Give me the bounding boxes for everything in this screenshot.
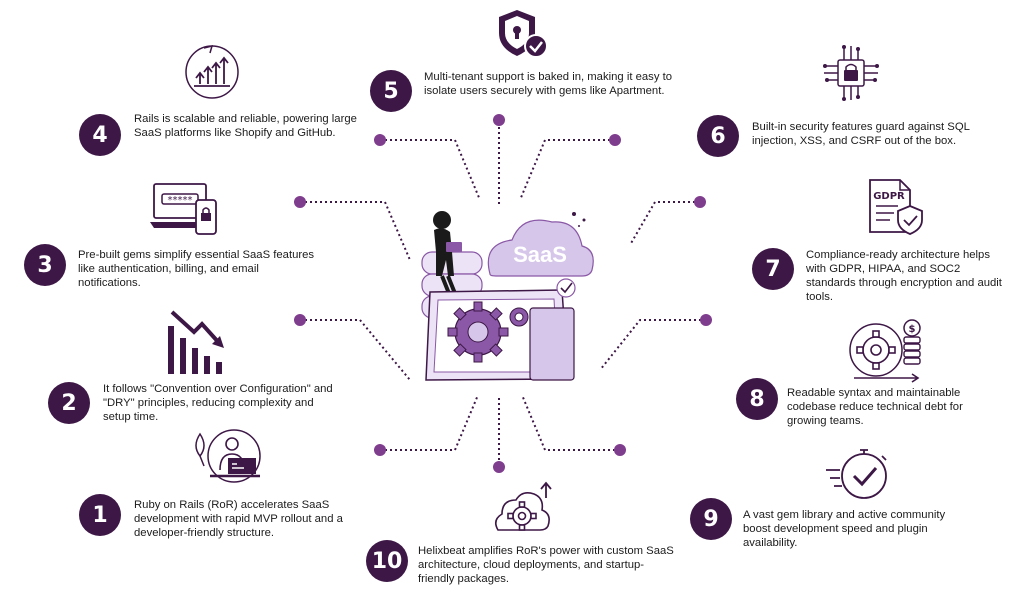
step-number-8: 8: [736, 378, 778, 420]
step-number-6: 6: [697, 115, 739, 157]
connector-3: [300, 201, 411, 261]
connector-2: [300, 319, 411, 381]
connector-dot: [374, 444, 386, 456]
step-text-5: Multi-tenant support is baked in, making…: [424, 71, 673, 97]
step-text-10: Helixbeat amplifies RoR's power with cus…: [418, 545, 674, 585]
step-number-1: 1: [79, 494, 121, 536]
growth-chart-icon: [185, 44, 239, 99]
saas-label: SaaS: [513, 242, 567, 267]
panel-icon: [529, 307, 575, 381]
declining-chart-icon: [168, 310, 224, 374]
connector-dot: [609, 134, 621, 146]
connector-7: [629, 201, 700, 246]
cloud-icon: [487, 219, 594, 277]
cloud-gear-icon: [494, 481, 552, 531]
gdpr-document-icon: GDPR: [869, 179, 923, 235]
step-text-3: Pre-built gems simplify essential SaaS f…: [78, 249, 315, 289]
step-text-1: Ruby on Rails (RoR) accelerates SaaS dev…: [134, 499, 343, 539]
connector-dot: [493, 461, 505, 473]
svg-text:GDPR: GDPR: [873, 191, 905, 202]
shield-check-icon: [499, 10, 548, 58]
step-number-4: 4: [79, 114, 121, 156]
step-text-6: Built-in security features guard against…: [752, 121, 970, 147]
connector-dot: [294, 196, 306, 208]
developer-laptop-icon: [195, 429, 261, 483]
connector-1: [380, 394, 479, 451]
connector-9: [521, 394, 620, 451]
login-devices-icon: *****: [150, 183, 217, 235]
connector-dot: [294, 314, 306, 326]
connector-dot: [614, 444, 626, 456]
step-number-9: 9: [690, 498, 732, 540]
step-number-7: 7: [752, 248, 794, 290]
gear-icon: [447, 301, 509, 363]
step-text-9: A vast gem library and active community …: [743, 509, 946, 549]
step-number-10: 10: [366, 540, 408, 582]
connector-6: [519, 139, 615, 201]
circuit-lock-icon: [823, 45, 879, 101]
step-text-8: Readable syntax and maintainable codebas…: [787, 387, 963, 427]
step-text-4: Rails is scalable and reliable, powering…: [134, 113, 357, 139]
connector-4: [380, 139, 481, 201]
step-text-7: Compliance-ready architecture helps with…: [806, 249, 1002, 303]
small-gear-icon: [509, 307, 529, 327]
svg-text:$: $: [909, 324, 916, 335]
stopwatch-check-icon: [826, 449, 887, 499]
connector-8: [599, 319, 706, 371]
connector-dot: [374, 134, 386, 146]
step-number-3: 3: [24, 244, 66, 286]
connector-dot: [493, 114, 505, 126]
connector-dot: [694, 196, 706, 208]
svg-text:*****: *****: [168, 195, 193, 206]
connector-dot: [700, 314, 712, 326]
saas-illustration: SaaS: [421, 211, 594, 381]
sparkle-icon: [572, 212, 586, 227]
step-number-5: 5: [370, 70, 412, 112]
step-number-2: 2: [48, 382, 90, 424]
step-text-2: It follows "Convention over Configuratio…: [103, 383, 333, 423]
gear-coins-icon: $: [849, 319, 921, 383]
